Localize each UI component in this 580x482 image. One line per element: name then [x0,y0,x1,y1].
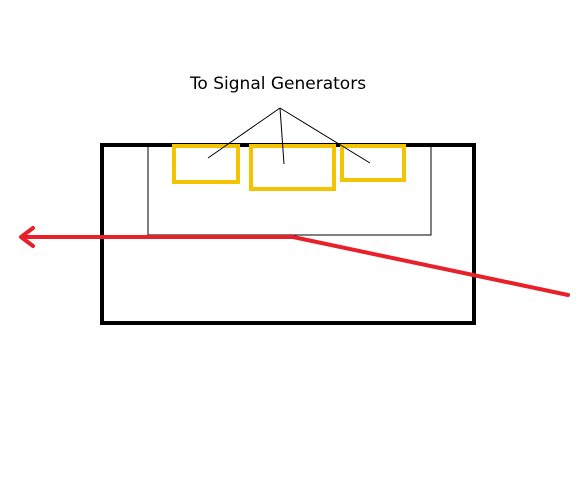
connector-line-right [279,107,371,164]
connector-line-left [207,107,281,159]
beam-arrow-icon [19,226,35,248]
signal-generators-label: To Signal Generators [189,74,366,94]
signal-element-center [249,144,336,191]
beam-path [20,235,570,297]
outer-enclosure [100,143,476,325]
signal-element-left [172,144,240,184]
connector-line-center [279,107,285,165]
signal-element-right [340,144,406,182]
